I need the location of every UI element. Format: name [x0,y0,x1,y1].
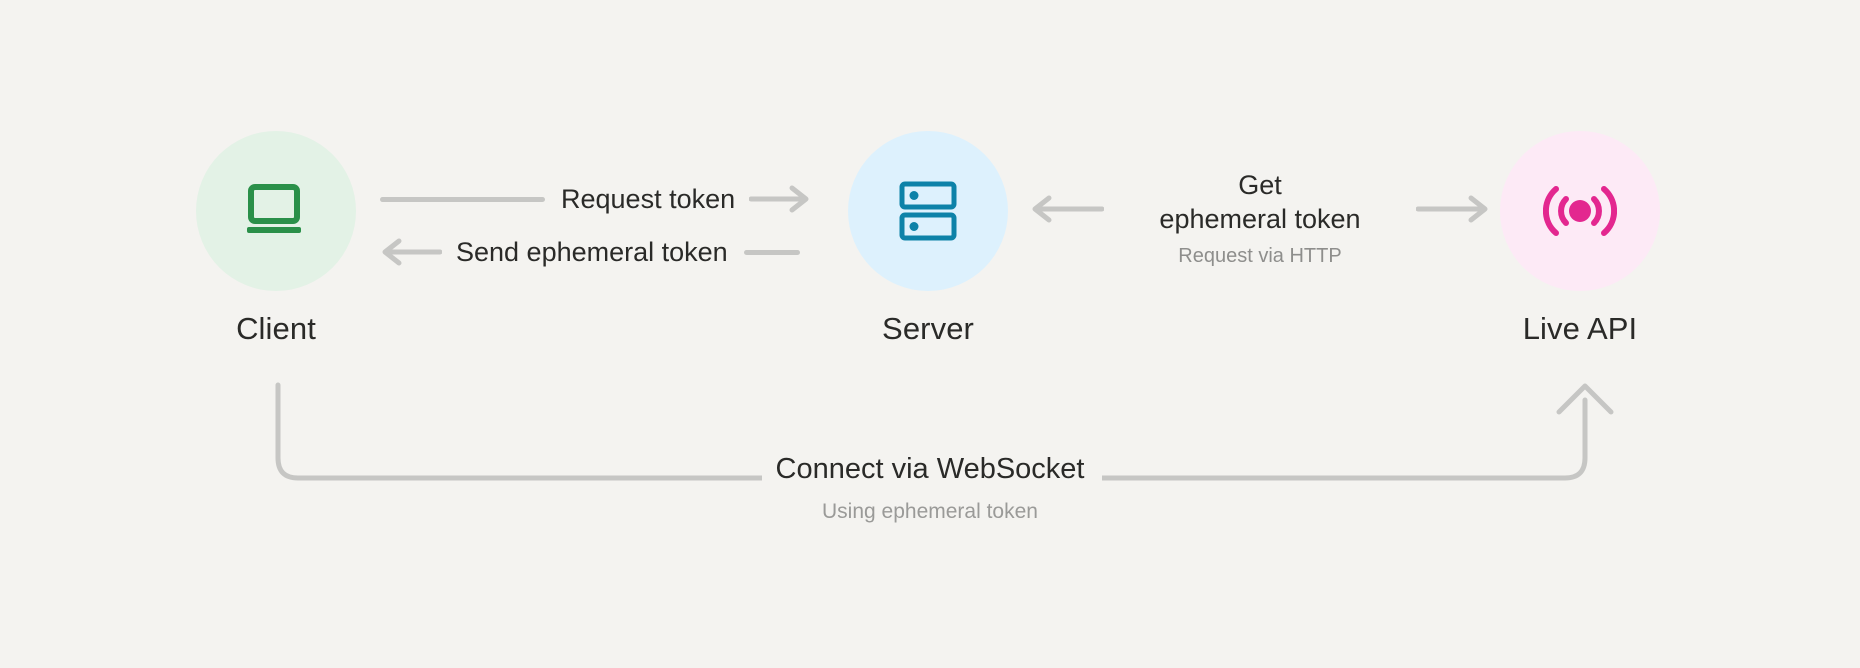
arrow-left-icon [382,238,442,266]
arrow-left-icon [1032,195,1104,223]
node-label-client: Client [236,311,316,346]
node-live-api[interactable]: Live API [1480,131,1680,344]
node-client[interactable]: Client [176,131,376,344]
node-label-server: Server [882,311,974,346]
arrow-up-icon [1556,383,1614,415]
arrow-right-icon [1416,195,1488,223]
live-api-icon-badge [1500,131,1660,291]
server-icon-badge [848,131,1008,291]
connection-send-ephemeral-token: Send ephemeral token [380,235,840,269]
connection-get-ephemeral-token: Get ephemeral token Request via HTTP [1030,168,1490,266]
connection-request-token: Request token [380,182,840,216]
broadcast-signal-icon [1543,186,1617,236]
websocket-label-text: Connect via WebSocket [775,453,1085,485]
server-rack-icon [899,181,957,241]
connection-label-send-ephemeral-token: Send ephemeral token [456,236,728,267]
laptop-icon [247,184,301,233]
websocket-sublabel-text: Using ephemeral token [822,500,1038,523]
connection-label-connect-via-websocket: Connect via WebSocket Using ephemeral to… [660,453,1200,523]
connector-line-right [743,249,800,255]
node-label-live-api: Live API [1522,311,1638,346]
middle-label-block: Get ephemeral token Request via HTTP [1120,168,1400,266]
label-backdrop [762,462,1102,496]
connection-label-request-token: Request token [561,183,736,214]
middle-label-line2: ephemeral token [1159,204,1361,235]
connector-line-left [380,196,545,202]
middle-label-line1: Get [1238,170,1282,200]
middle-sublabel-text: Request via HTTP [1178,245,1342,268]
arrow-right-icon [749,185,809,213]
node-server[interactable]: Server [828,131,1028,344]
client-icon-badge [196,131,356,291]
